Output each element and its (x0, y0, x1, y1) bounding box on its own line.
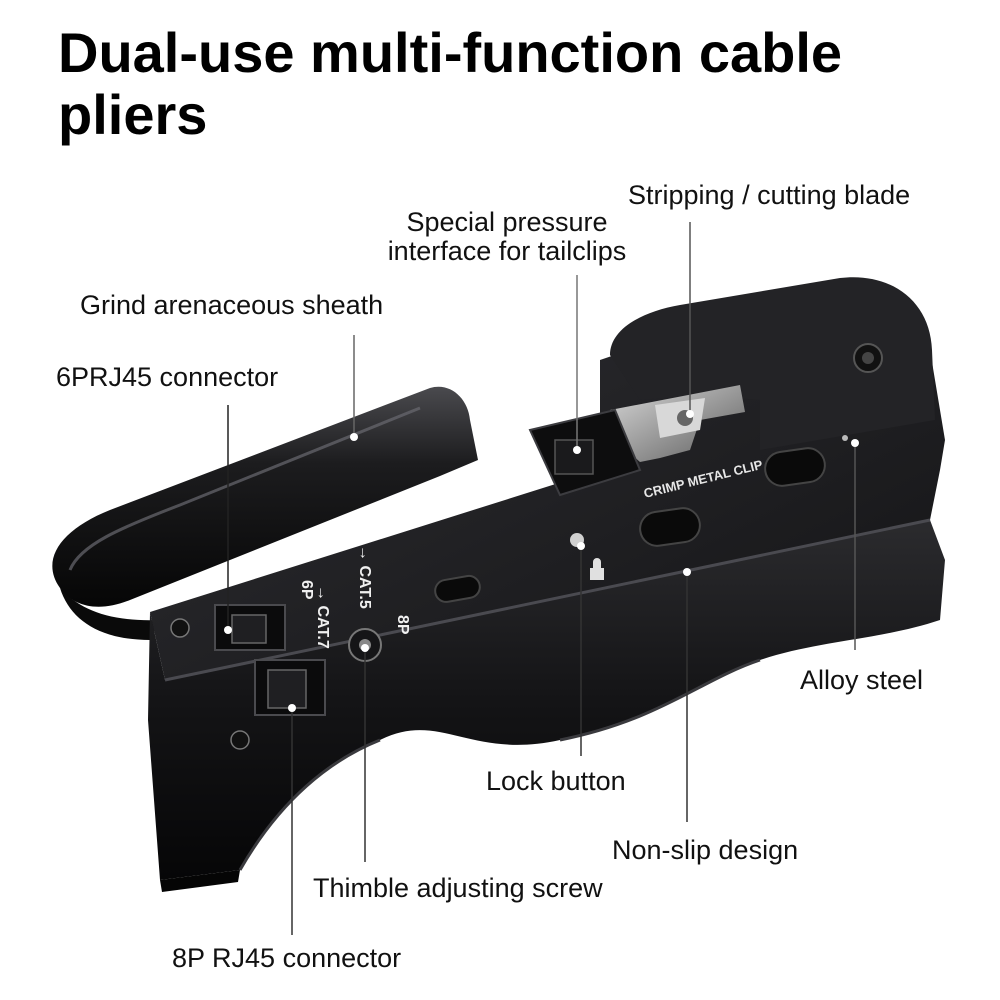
callout-lock-button: Lock button (486, 766, 626, 796)
pressure-interface (528, 408, 642, 497)
callout-pressure-interface-line1: Special pressure (406, 207, 608, 237)
callout-lines (224, 222, 859, 935)
eight-p-text: 8P (394, 615, 411, 635)
callout-8p-rj45: 8P RJ45 connector (172, 943, 402, 973)
callout-pressure-interface-line2: interface for tailclips (387, 236, 627, 266)
callout-thimble-screw: Thimble adjusting screw (313, 873, 603, 903)
callout-stripping-blade: Stripping / cutting blade (628, 180, 911, 210)
page-title: Dual-use multi-function cable pliers (58, 21, 843, 146)
callout-non-slip: Non-slip design (612, 835, 799, 865)
callout-grind-sheath: Grind arenaceous sheath (80, 290, 384, 320)
callout-6p-rj45: 6PRJ45 connector (56, 362, 279, 392)
stripping-blade (610, 385, 745, 462)
cat5-text: → CAT.5 (356, 545, 373, 609)
tool-details (170, 435, 848, 750)
rj45-slots (214, 604, 326, 716)
cat7-text: → CAT.7 (314, 585, 331, 649)
six-p-text: 6P (298, 580, 315, 600)
callout-alloy-steel: Alloy steel (800, 665, 924, 695)
blade-cover (610, 277, 935, 450)
upper-handle (52, 386, 478, 640)
